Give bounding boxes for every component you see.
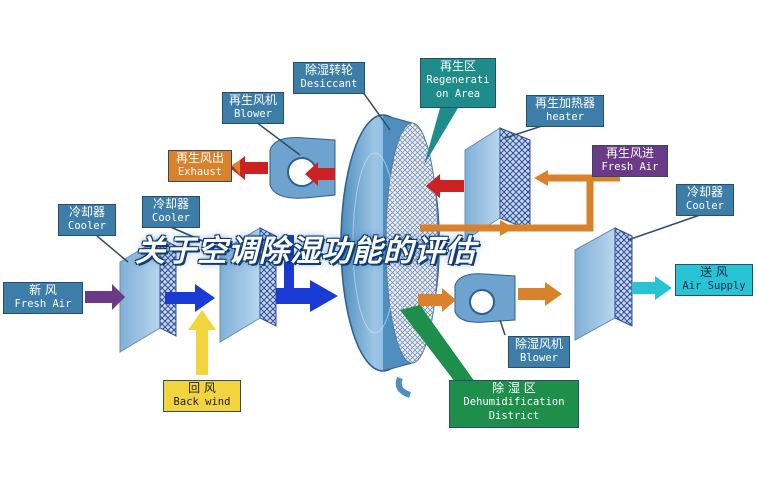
label-exhaust: 再生风出 Exhaust [168,150,232,182]
dehum-blower-unit [454,273,516,323]
regen-area-pointer [424,108,458,165]
label-exhaust-en: Exhaust [177,166,223,178]
cooler-unit-2 [219,227,277,343]
label-desiccant-cn: 除湿转轮 [304,63,353,77]
supply-air-arrow [632,276,672,300]
page-title: 关于空调除湿功能的评估 [135,234,476,269]
cooler-unit-1 [119,237,177,353]
label-back-wind-cn: 回 风 [188,381,216,395]
blue-arrow-1 [165,284,215,312]
label-regen-heater-en: heater [546,111,584,123]
cooler-unit-3 [574,227,633,341]
label-desiccant-en: Desiccant [300,78,358,90]
label-desiccant: 除湿转轮 Desiccant [293,62,365,94]
exhaust-arrow-1 [305,162,335,186]
exhaust-pointer [232,160,240,175]
blue-arrow-stem [284,235,294,290]
label-dehum-district: 除 湿 区 Dehumidification District [449,380,579,428]
label-cooler-1-cn: 冷却器 [68,205,105,219]
dehum-district-pointer [400,305,475,382]
regen-loop-head-2 [500,220,514,236]
label-exhaust-cn: 再生风出 [175,151,224,165]
label-regen-fresh-air-cn: 再生风进 [605,146,654,160]
back-wind-arrow [188,310,216,375]
fresh-air-arrow [85,284,125,310]
label-cooler-2-cn: 冷却器 [152,197,189,211]
regen-loop-lower [420,178,594,232]
label-regen-fresh-air-en: Fresh Air [601,161,659,173]
label-regen-area: 再生区 Regenerati on Area [420,58,496,108]
regen-red-arrow [426,174,464,198]
regen-heater-unit [464,127,531,241]
label-cooler-3-cn: 冷却器 [686,185,723,199]
label-supply-air-cn: 送 风 [700,265,728,279]
label-regen-fresh-air: 再生风进 Fresh Air [592,145,668,177]
label-fresh-air: 新 风 Fresh Air [3,282,83,314]
label-regen-blower-en: Blower [234,108,272,120]
label-regen-area-en1: Regenerati [426,74,490,86]
label-regen-blower: 再生风机 Blower [222,92,284,124]
label-dehum-district-en1: Dehumidification [463,396,565,408]
label-supply-air: 送 风 Air Supply [675,264,753,296]
label-regen-heater: 再生加热器 heater [526,95,604,127]
label-regen-blower-cn: 再生风机 [228,93,277,107]
label-cooler-3-en: Cooler [686,200,724,212]
label-cooler-2-en: Cooler [152,212,190,224]
label-fresh-air-cn: 新 风 [29,283,57,297]
dehum-arrow-1 [418,288,456,312]
label-cooler-1: 冷却器 Cooler [58,204,116,236]
label-fresh-air-en: Fresh Air [14,298,72,310]
label-cooler-3: 冷却器 Cooler [676,184,734,216]
label-regen-area-cn: 再生区 [439,59,476,73]
label-back-wind: 回 风 Back wind [163,380,241,412]
label-dehum-blower-cn: 除湿风机 [514,337,563,351]
regen-loop-head-1 [534,170,548,186]
label-dehum-blower-en: Blower [520,352,558,364]
label-dehum-district-en2: District [488,410,540,422]
rotation-arrow [395,376,412,398]
label-regen-heater-cn: 再生加热器 [534,96,595,110]
label-supply-air-en: Air Supply [682,280,746,292]
regen-blower-unit [269,137,336,199]
label-cooler-1-en: Cooler [68,220,106,232]
label-back-wind-en: Back wind [173,396,231,408]
label-regen-area-en2: on Area [435,88,481,100]
label-dehum-blower: 除湿风机 Blower [508,336,570,368]
label-dehum-district-cn: 除 湿 区 [492,381,536,395]
dehum-arrow-2 [518,282,562,306]
label-cooler-2: 冷却器 Cooler [142,196,200,228]
